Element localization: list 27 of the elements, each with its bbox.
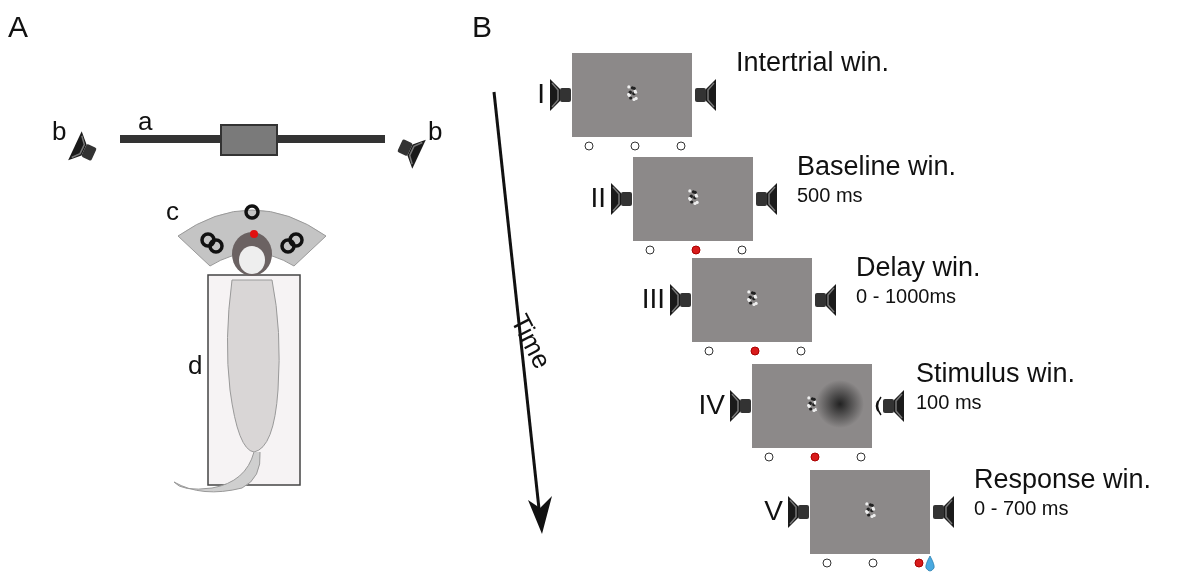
duration-text: 0 - 700 ms [974,498,1069,518]
screen-picture [692,258,812,342]
screen-picture [752,364,872,448]
window-title: Intertrial win. [736,49,890,76]
step-numeral: II [590,184,606,212]
part-letter: a [138,108,153,134]
window-title: Stimulus win. [916,360,1076,387]
screen-picture [572,53,692,137]
screen-picture [810,470,930,554]
window-title: Delay win. [856,254,981,281]
duration-text: 500 ms [797,185,863,205]
part-letter: b [52,118,67,144]
screen-picture [633,157,753,241]
step-numeral: IV [698,391,725,419]
part-letter: d [188,352,203,378]
panel-letter: A [8,12,28,42]
window-title: Response win. [974,466,1152,493]
axis-label: Time [506,310,556,373]
step-numeral: V [764,497,783,525]
part-letter: c [166,198,179,224]
duration-text: 0 - 1000ms [856,286,957,306]
window-title: Baseline win. [797,153,957,180]
part-letter: b [428,118,443,144]
step-numeral: III [641,285,665,313]
panel-letter: B [472,12,492,42]
step-numeral: I [537,80,545,108]
duration-text: 100 ms [916,392,982,412]
